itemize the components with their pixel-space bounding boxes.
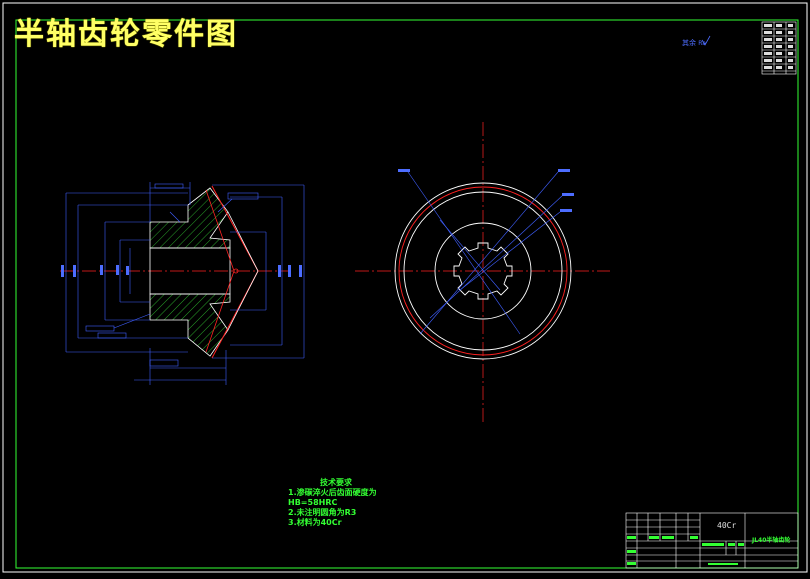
root-circle (403, 191, 563, 351)
front-leader-labels (398, 169, 574, 212)
revision-table (761, 21, 797, 75)
revision-table-marks (764, 24, 793, 69)
section-dimension-text (61, 265, 302, 277)
section-dimensions (65, 182, 305, 385)
tech-requirements-heading: 技术要求 (320, 478, 352, 487)
tech-requirements: 技术要求 1.渗碳淬火后齿面硬度为 HB=58HRC 2.未注明圆角为R3 3.… (288, 478, 377, 528)
tip-circle (394, 182, 572, 360)
tech-requirement-item: 3.材料为40Cr (288, 518, 342, 527)
front-leaders (407, 171, 563, 335)
material-label: 40Cr (717, 521, 737, 530)
drawing-title: 半轴齿轮零件图 (14, 17, 238, 52)
part-name-label: JL40半轴齿轮 (752, 537, 791, 544)
tech-requirement-item: 2.未注明圆角为R3 (288, 508, 357, 517)
tech-requirement-item: HB=58HRC (288, 498, 338, 507)
inner-frame (15, 19, 799, 569)
spline-bore (453, 242, 513, 300)
front-view (355, 122, 610, 422)
section-view (60, 182, 305, 385)
title-block-marks (627, 536, 744, 565)
hub-circle (434, 222, 532, 320)
pitch-circle (398, 186, 568, 356)
title-block (625, 512, 799, 569)
section-bore (149, 247, 231, 295)
tech-requirement-item: 1.渗碳淬火后齿面硬度为 (288, 488, 377, 497)
roughness-symbol (701, 35, 711, 46)
roughness-label: 其余 Ra (682, 38, 706, 48)
roughness-value-text: Ra (698, 40, 706, 47)
roughness-label-text: 其余 (682, 39, 696, 47)
